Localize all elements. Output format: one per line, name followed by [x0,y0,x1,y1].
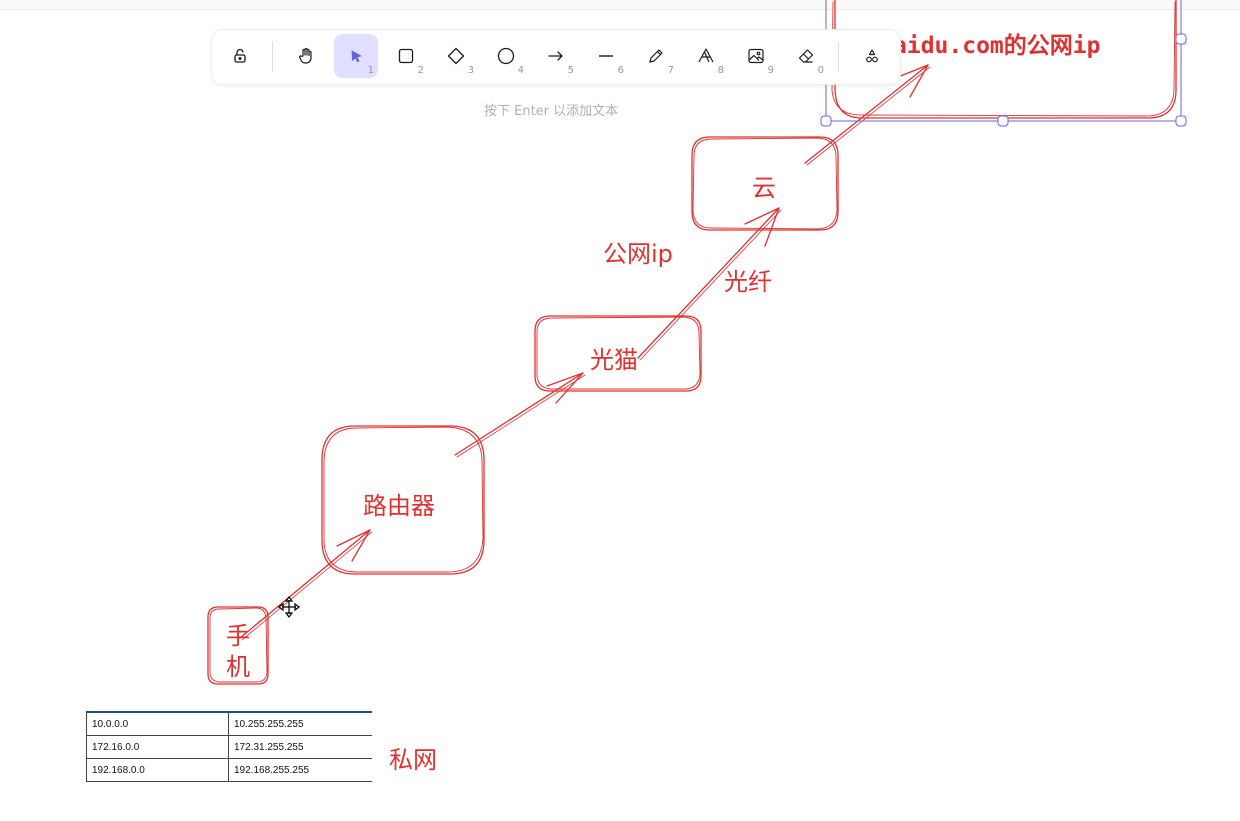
tool-extra[interactable] [850,34,894,78]
text-icon [698,48,714,63]
baidu-label[interactable]: aidu.com的公网ip [893,33,1101,59]
arrow-router-modem[interactable] [454,372,586,458]
shortcut-key: 8 [717,65,724,76]
tool-hand[interactable] [284,34,328,78]
cloud-box[interactable] [691,136,839,231]
modem-label[interactable]: 光猫 [590,346,638,374]
private-ip-table[interactable]: 10.0.0.0 10.255.255.255 172.16.0.0 172.3… [86,711,372,782]
tool-image[interactable]: 9 [734,34,778,78]
shortcut-key: 6 [617,65,624,76]
enter-hint: 按下 Enter 以添加文本 [484,104,619,119]
tool-draw[interactable]: 7 [634,34,678,78]
pencil-icon [649,49,663,63]
arrow-modem-cloud[interactable] [637,207,782,361]
tool-ellipse[interactable]: 4 [484,34,528,78]
toolbar-divider [272,42,273,72]
router-label[interactable]: 路由器 [363,492,435,520]
public-ip-label[interactable]: 公网ip [603,240,673,268]
rectangle-icon [398,48,414,64]
move-cursor-icon [278,596,300,618]
table-cell: 172.16.0.0 [86,735,229,759]
tool-diamond[interactable]: 3 [434,34,478,78]
toolbar-divider [838,42,839,72]
tool-arrow[interactable]: 5 [534,34,578,78]
pointer-icon [351,50,362,63]
line-icon [599,55,613,57]
shortcut-key: 3 [467,65,474,76]
tool-selection[interactable]: 1 [334,34,378,78]
shortcut-key: 4 [517,65,524,76]
tool-rectangle[interactable]: 2 [384,34,428,78]
table-cell: 10.255.255.255 [228,712,372,736]
shortcut-key: 7 [667,65,674,76]
tool-eraser[interactable]: 0 [784,34,828,78]
arrow-phone-router[interactable] [239,529,373,641]
modem-box[interactable] [534,315,702,392]
private-net-label[interactable]: 私网 [389,746,437,774]
phone-label-line1[interactable]: 手 [226,622,250,650]
ellipse-icon [497,47,515,65]
phone-box[interactable] [207,606,269,685]
shapes-icon [866,49,878,63]
table-row: 10.0.0.0 10.255.255.255 [86,712,372,736]
tool-line[interactable]: 6 [584,34,628,78]
table-cell: 172.31.255.255 [228,735,372,759]
shortcut-key: 0 [817,65,824,76]
hand-icon [299,47,312,64]
tool-lock[interactable] [218,34,262,78]
phone-label-line2[interactable]: 机 [226,653,250,681]
table-row: 192.168.0.0 192.168.255.255 [86,758,372,782]
arrow-right-icon [548,51,563,61]
shortcut-key: 2 [417,65,424,76]
table-cell: 10.0.0.0 [86,712,229,736]
diamond-icon [447,47,465,65]
table-row: 172.16.0.0 172.31.255.255 [86,735,372,759]
unlock-icon [234,48,246,63]
toolbar: 1 2 3 4 5 6 7 8 9 0 [212,30,900,84]
shortcut-key: 5 [567,65,574,76]
router-box[interactable] [321,425,485,575]
table-cell: 192.168.0.0 [86,758,229,782]
top-bar [0,0,1240,10]
table-cell: 192.168.255.255 [228,758,372,782]
fiber-label[interactable]: 光纤 [724,268,772,296]
shortcut-key: 9 [767,65,774,76]
shortcut-key: 1 [367,65,374,76]
image-icon [748,48,764,64]
tool-text[interactable]: 8 [684,34,728,78]
eraser-icon [798,49,814,63]
cloud-label[interactable]: 云 [752,174,776,202]
